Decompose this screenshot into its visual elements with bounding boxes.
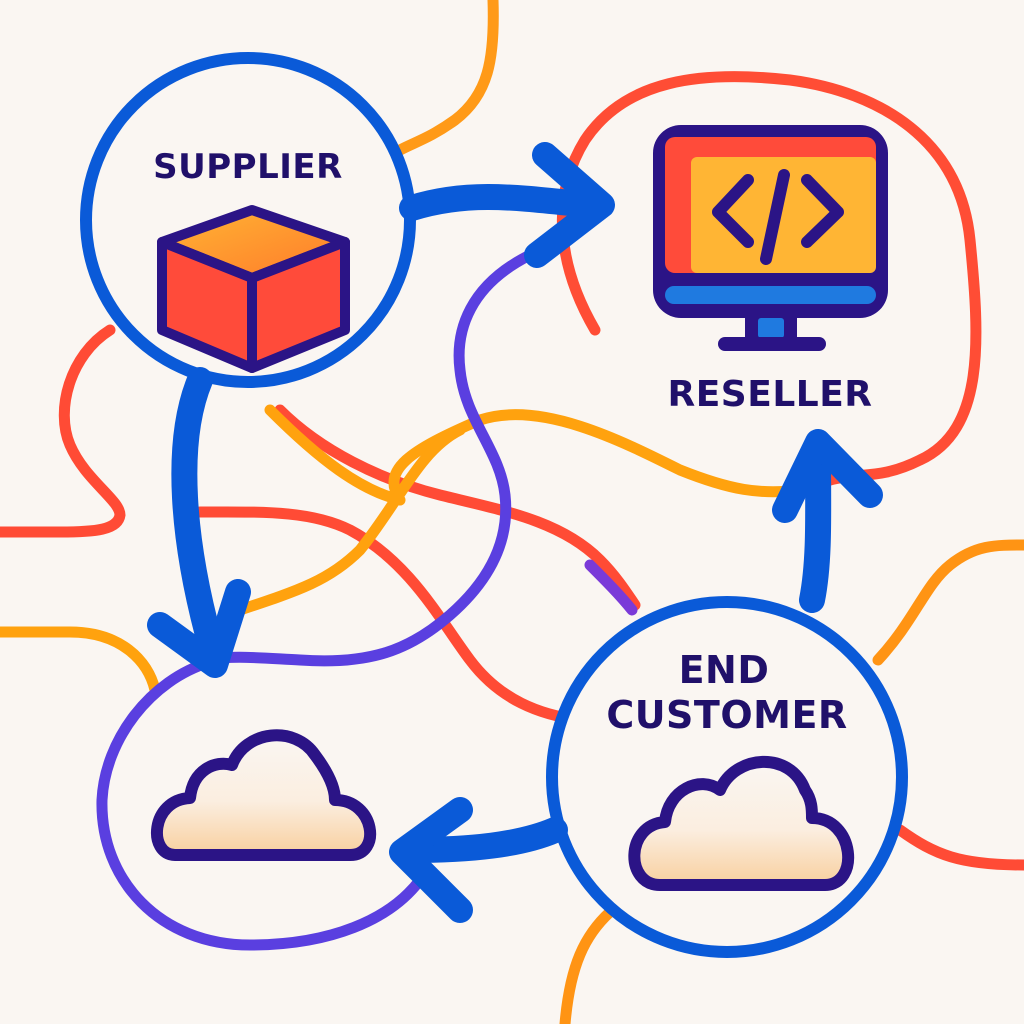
purple-ring-cloud <box>96 656 426 951</box>
box-icon <box>157 205 350 373</box>
cloud-icon <box>628 755 855 891</box>
orange-curve-top <box>394 0 499 156</box>
node-reseller[interactable]: RESELLER <box>653 125 888 415</box>
orange-curve-right <box>872 539 1024 666</box>
red-curve-diagonal <box>274 404 641 611</box>
monitor-bar <box>665 286 876 304</box>
cloud-icon <box>151 729 377 861</box>
end-customer-label-line2: CUSTOMER <box>606 693 847 737</box>
end-customer-label-line1: END <box>679 648 770 692</box>
monitor-code-icon <box>653 125 888 351</box>
node-end-customer[interactable]: END CUSTOMER <box>546 596 908 958</box>
arrow-end-customer-to-reseller[interactable] <box>772 429 883 613</box>
node-supplier[interactable]: SUPPLIER <box>80 52 416 388</box>
code-icon <box>712 169 844 265</box>
monitor-base <box>718 337 826 351</box>
orange-curve-lower <box>234 424 466 616</box>
orange-curve-center <box>264 404 806 506</box>
purple-curve-center <box>204 249 536 667</box>
red-loop-reseller <box>556 71 982 486</box>
orange-curve-bottom <box>559 906 616 1024</box>
red-curve-center <box>194 506 586 726</box>
arrow-supplier-to-reseller[interactable] <box>399 142 615 268</box>
flow-arrows <box>147 142 883 923</box>
purple-curve-into-end-customer <box>584 559 638 616</box>
arrow-supplier-to-cloud[interactable] <box>147 367 251 678</box>
arrow-end-customer-to-cloud[interactable] <box>389 797 568 923</box>
red-curve-left <box>0 324 126 538</box>
reseller-label: RESELLER <box>667 374 872 415</box>
orange-curve-bottom-left <box>0 626 161 696</box>
node-cloud[interactable] <box>151 729 377 861</box>
supplier-label: SUPPLIER <box>153 147 343 187</box>
monitor-stand-inner <box>758 318 784 338</box>
red-curve-bottom-right <box>894 824 1024 871</box>
